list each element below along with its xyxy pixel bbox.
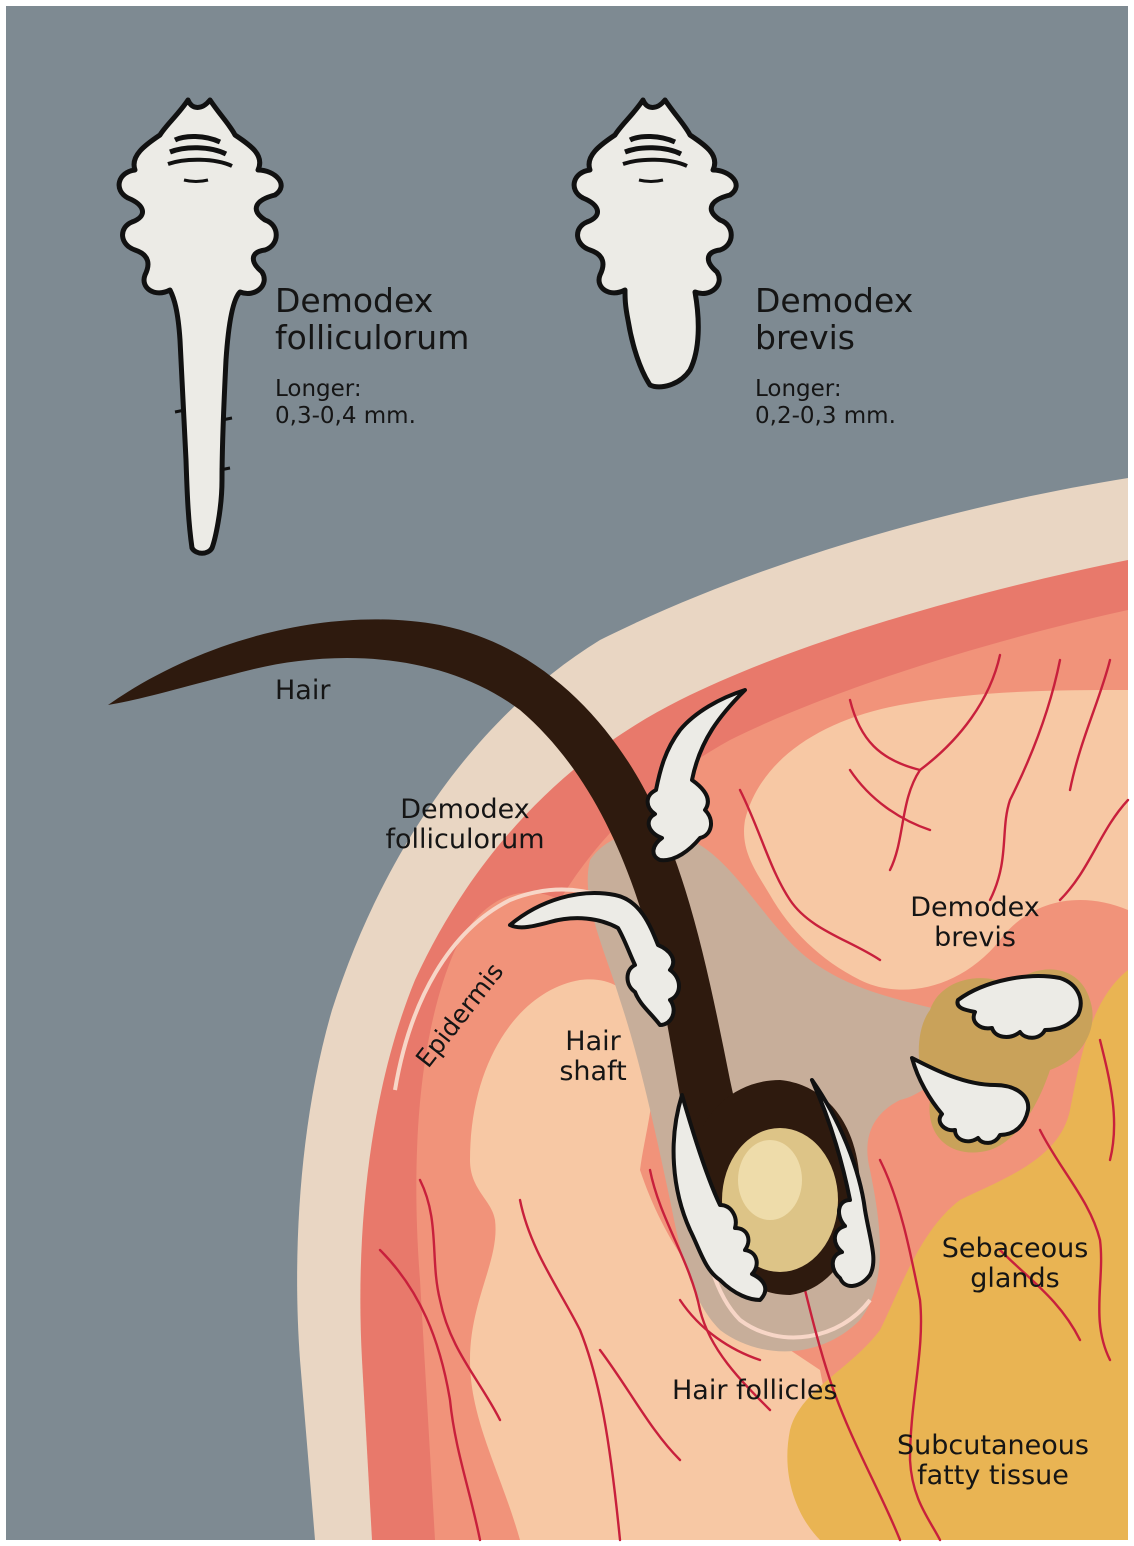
papilla-highlight	[738, 1140, 802, 1220]
label-hair-follicles: Hair follicles	[672, 1376, 838, 1406]
label-demodex-brevis: Demodex brevis	[880, 893, 1070, 953]
label-hair: Hair	[275, 676, 330, 706]
label-folliculorum-line2: folliculorum	[360, 825, 570, 855]
folliculorum-size-value: 0,3-0,4 mm.	[275, 403, 416, 430]
folliculorum-size: Longer: 0,3-0,4 mm.	[275, 376, 416, 430]
label-brevis-line1: Demodex	[880, 893, 1070, 923]
brevis-size-label: Longer:	[755, 376, 896, 403]
brevis-size: Longer: 0,2-0,3 mm.	[755, 376, 896, 430]
folliculorum-name-line1: Demodex	[275, 283, 469, 320]
label-sebaceous-line2: glands	[915, 1264, 1115, 1294]
label-demodex-folliculorum: Demodex folliculorum	[360, 795, 570, 855]
label-subcutaneous-fatty-tissue: Subcutaneous fatty tissue	[868, 1431, 1118, 1491]
folliculorum-name-line2: folliculorum	[275, 320, 469, 357]
label-hair-shaft: Hair shaft	[538, 1027, 648, 1087]
label-folliculorum-line1: Demodex	[360, 795, 570, 825]
label-hair-shaft-line2: shaft	[538, 1057, 648, 1087]
brevis-name: Demodex brevis	[755, 283, 913, 357]
label-brevis-line2: brevis	[880, 923, 1070, 953]
label-fatty-line1: Subcutaneous	[868, 1431, 1118, 1461]
brevis-name-line2: brevis	[755, 320, 913, 357]
label-sebaceous-line1: Sebaceous	[915, 1234, 1115, 1264]
label-hair-shaft-line1: Hair	[538, 1027, 648, 1057]
brevis-name-line1: Demodex	[755, 283, 913, 320]
label-fatty-line2: fatty tissue	[868, 1461, 1118, 1491]
folliculorum-name: Demodex folliculorum	[275, 283, 469, 357]
brevis-size-value: 0,2-0,3 mm.	[755, 403, 896, 430]
folliculorum-size-label: Longer:	[275, 376, 416, 403]
label-sebaceous-glands: Sebaceous glands	[915, 1234, 1115, 1294]
